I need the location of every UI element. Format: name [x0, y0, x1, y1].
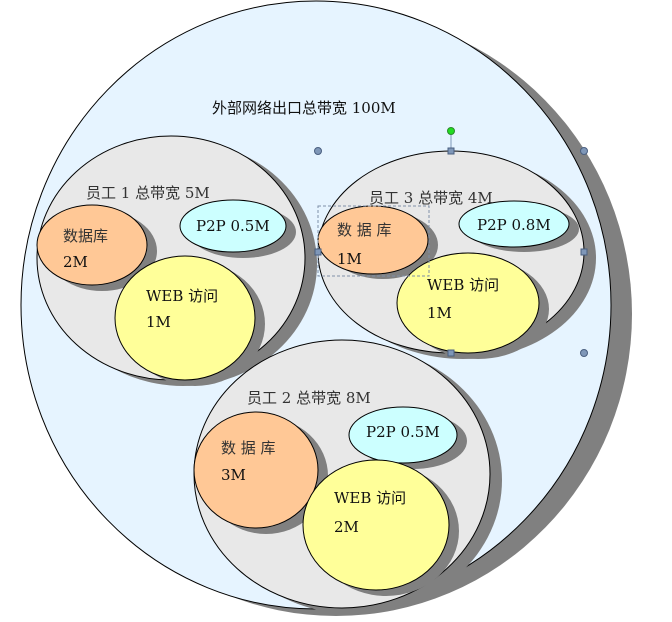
employee-1-title: 员工 1 总带宽 5M: [86, 184, 210, 202]
employee-3-database[interactable]: [317, 205, 429, 275]
selection-box: [317, 205, 430, 277]
employee-3-db-value: 1M: [337, 250, 362, 268]
employee-2-db-value: 3M: [221, 466, 246, 484]
employee-2-web-value: 2M: [334, 518, 359, 536]
employee-2-web[interactable]: [302, 459, 450, 591]
employee-1-db-label: 数据库: [63, 227, 108, 245]
resize-handle-bottom[interactable]: [447, 349, 455, 357]
employee-1-web-value: 1M: [146, 313, 171, 331]
resize-handle-left[interactable]: [314, 248, 322, 256]
employee-2-title: 员工 2 总带宽 8M: [247, 389, 371, 407]
employee-2-web-label: WEB 访问: [334, 489, 406, 507]
employee-3-group[interactable]: 员工 3 总带宽 4M 数 据 库 1M P2P 0.8M WEB 访问 1M: [314, 127, 597, 360]
employee-3-title: 员工 3 总带宽 4M: [369, 189, 493, 207]
resize-handle-right[interactable]: [580, 248, 588, 256]
employee-3-web-label: WEB 访问: [427, 276, 499, 294]
employee-1-web[interactable]: [114, 255, 256, 381]
employee-1-p2p[interactable]: [179, 199, 287, 253]
employee-3-p2p[interactable]: [458, 200, 570, 248]
employee-2-db-label: 数 据 库: [221, 439, 276, 457]
resize-handle-top-right[interactable]: [580, 147, 588, 155]
employee-2-p2p-label: P2P 0.5M: [366, 423, 440, 441]
employee-1-database[interactable]: [36, 204, 148, 286]
resize-handle-top[interactable]: [447, 147, 455, 155]
employee-1-web-label: WEB 访问: [146, 287, 218, 305]
employee-3-web[interactable]: [396, 252, 540, 354]
outer-title: 外部网络出口总带宽 100M: [212, 99, 396, 117]
employee-2-database[interactable]: [193, 411, 319, 529]
employee-1-group[interactable]: 员工 1 总带宽 5M 数据库 2M P2P 0.5M WEB 访问 1M: [36, 135, 317, 386]
employee-1-p2p-label: P2P 0.5M: [196, 217, 270, 235]
resize-handle-bottom-right[interactable]: [580, 349, 588, 357]
employee-3-web-value: 1M: [427, 304, 452, 322]
employee-2-group[interactable]: 员工 2 总带宽 8M 数 据 库 3M P2P 0.5M WEB 访问 2M: [193, 339, 502, 614]
employee-3-p2p-label: P2P 0.8M: [477, 216, 551, 234]
employee-3-db-label: 数 据 库: [337, 221, 392, 239]
employee-2-p2p[interactable]: [348, 406, 458, 464]
employee-1-db-value: 2M: [63, 253, 88, 271]
resize-handle-top-left[interactable]: [314, 147, 322, 155]
rotation-handle[interactable]: [447, 127, 455, 135]
